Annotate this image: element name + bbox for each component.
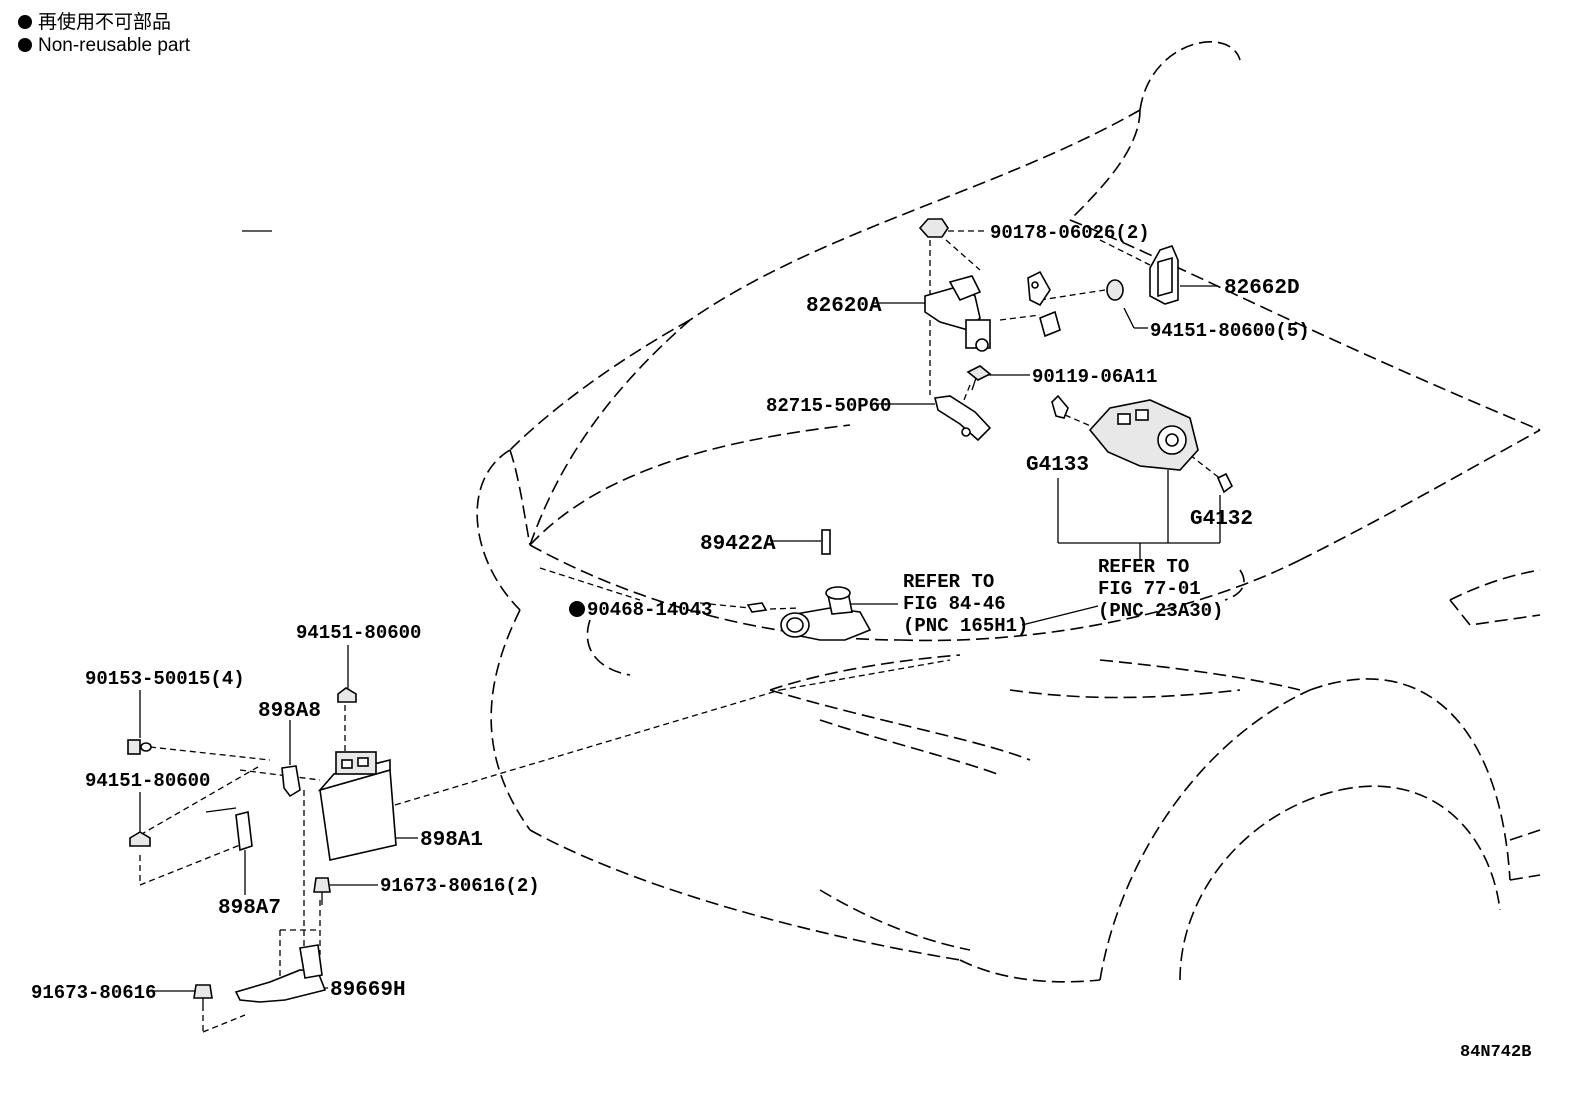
refer-a-line2: FIG 84-46 [903,593,1006,615]
ecu-898a1-icon [317,751,397,861]
bolt-91673-icon [193,984,213,1005]
leader-lines [139,230,1223,1033]
legend-non-reusable-en: Non-reusable part [18,35,190,57]
legend-non-reusable-jp: 再使用不可部品 [18,12,171,34]
label-90119-06a11: 90119-06A11 [1032,366,1157,388]
refer-a-line1: REFER TO [903,571,994,593]
label-94151-80600-left: 94151-80600 [85,770,210,792]
bracket-898a8-icon [281,765,301,798]
bracket-89669h-icon [234,944,327,1003]
refer-a-line3: (PNC 165H1) [903,615,1028,637]
label-89669h: 89669H [330,979,406,1002]
non-reusable-dot-icon [18,38,32,52]
non-reusable-marker-icon [569,601,585,617]
sensor-g4132-icon [1216,472,1234,494]
label-g4133: G4133 [1026,454,1089,477]
label-90178-06026: 90178-06026(2) [990,222,1150,244]
clamp-90468-icon [746,602,768,613]
bolt-90119-icon [966,365,992,391]
cable-bracket-82715-icon [934,395,992,442]
label-94151-80600-top: 94151-80600 [296,622,421,644]
label-898a8: 898A8 [258,700,321,723]
hose-connector-icon [780,586,872,641]
label-898a7: 898A7 [218,897,281,920]
label-91673-80616-2: 91673-80616(2) [380,875,540,897]
part-labels: 90178-06026(2) 82662D 82620A 94151-80600… [31,222,1531,1062]
car-outline [476,41,1541,983]
bracket-898a7-icon [205,807,253,852]
label-91673-80616: 91673-80616 [31,982,156,1004]
bracket-82662d-icon [1149,245,1179,305]
clip-94151-top-icon [337,687,357,703]
switch-bracket-icon [1027,270,1061,338]
refer-b-line1: REFER TO [1098,556,1189,578]
sensor-g4133-icon [1051,394,1069,419]
hood-latch-82620a-icon [924,275,991,352]
clip-94151-left-icon [129,831,151,847]
sensor-89422a-icon [821,529,831,555]
screw-90153-icon [127,739,152,755]
label-90468-14043: 90468-14043 [587,599,712,621]
non-reusable-dot-icon [18,15,32,29]
bolt-91673-2-icon [313,877,331,905]
refer-b-line3: (PNC 23A30) [1098,600,1223,622]
refer-b-line2: FIG 77-01 [1098,578,1201,600]
legend-en-text: Non-reusable part [38,35,191,56]
label-g4132: G4132 [1190,508,1253,531]
label-94151-80600-5: 94151-80600(5) [1150,320,1310,342]
label-898a1: 898A1 [420,829,483,852]
clip-94151-icon [1106,279,1124,301]
actuator-assembly-icon [1088,399,1199,471]
figure-code: 84N742B [1460,1043,1531,1062]
label-82662d: 82662D [1224,277,1300,300]
label-82715-50p60: 82715-50P60 [766,395,891,417]
legend-jp-text: 再使用不可部品 [38,12,172,33]
nut-90178-icon [918,218,949,238]
label-90153-50015-4: 90153-50015(4) [85,668,245,690]
label-89422a: 89422A [700,533,776,556]
label-82620a: 82620A [806,295,882,318]
